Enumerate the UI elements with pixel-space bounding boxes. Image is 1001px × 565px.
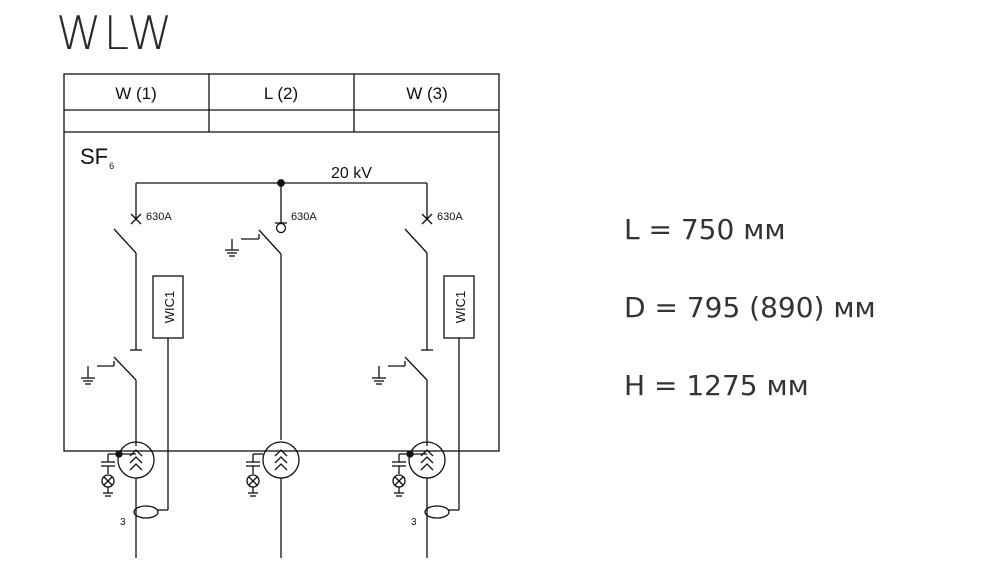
- busbar-voltage: 20 kV: [331, 165, 372, 182]
- fuse-indicator-icon: [275, 222, 287, 234]
- rating-label-3: 630A: [437, 211, 463, 223]
- relay-label-1: WIC1: [162, 291, 177, 324]
- diagram-title: WLW: [56, 6, 175, 60]
- load-break-switch-blade: [113, 228, 137, 254]
- panel-2-circuit: [225, 183, 300, 558]
- dimensions-list: L = 750 мм D = 795 (890) мм H = 1275 мм: [624, 210, 876, 444]
- dimension-height: H = 1275 мм: [624, 369, 809, 402]
- rating-label-1: 630A: [146, 211, 172, 223]
- rating-label-2: 630A: [291, 211, 317, 223]
- insulation-sub: 6: [109, 161, 114, 171]
- ct-label-1: 3: [120, 517, 126, 528]
- cable-bushing-icon: [262, 441, 300, 479]
- switch-blade: [258, 229, 282, 255]
- dimension-depth: D = 795 (890) мм: [624, 291, 876, 324]
- panel-label-1: W (1): [115, 84, 157, 103]
- dimension-length: L = 750 мм: [624, 213, 786, 246]
- relay-label-3: WIC1: [453, 291, 468, 324]
- current-transformer-icon: [133, 505, 159, 519]
- current-transformer-icon: [424, 505, 450, 519]
- cable-bushing-icon: [117, 441, 155, 479]
- panel-label-2: L (2): [264, 84, 298, 103]
- ct-label-3: 3: [411, 517, 417, 528]
- panel-1-circuit: WIC1 3: [81, 183, 184, 558]
- insulation-label: SF6: [80, 144, 114, 171]
- earth-switch-blade: [113, 356, 137, 381]
- panel-label-3: W (3): [406, 84, 448, 103]
- panel-3-circuit: WIC1 3: [372, 183, 475, 558]
- load-break-switch-blade: [404, 228, 428, 254]
- cable-bushing-icon: [408, 441, 446, 479]
- earth-switch-blade: [404, 356, 428, 381]
- insulation-main: SF: [80, 144, 108, 169]
